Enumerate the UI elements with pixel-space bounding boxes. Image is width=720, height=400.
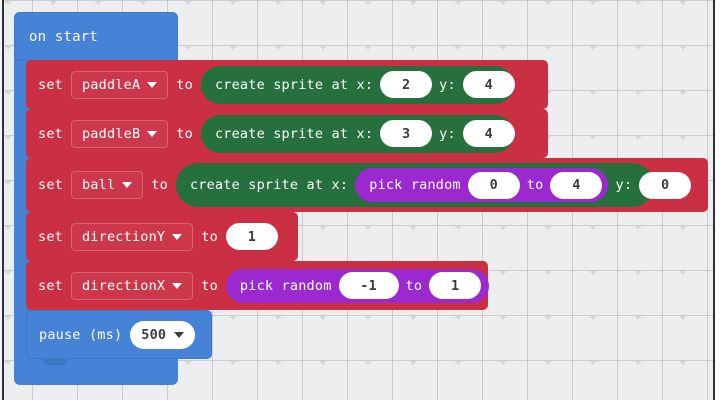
pick-random-block-ball-x[interactable]: pick random 0 to 4 <box>355 168 609 202</box>
on-start-label: on start <box>29 28 99 45</box>
number-field-directionY[interactable]: 1 <box>225 223 278 250</box>
sprite-y-field[interactable]: 4 <box>462 120 515 147</box>
to-keyword: to <box>176 125 193 142</box>
sprite-y-field[interactable]: 4 <box>462 71 515 98</box>
pause-label: pause (ms) <box>39 326 123 343</box>
chevron-down-icon <box>122 182 133 188</box>
panel-edge-right <box>715 0 720 400</box>
statement-set-ball[interactable]: set ball to create sprite at x: pick ran… <box>26 158 708 212</box>
sprite-y-label: y: <box>439 76 456 93</box>
chevron-down-icon <box>172 282 183 289</box>
variable-dropdown-ball[interactable]: ball <box>70 171 144 199</box>
sprite-y-label: y: <box>615 177 633 193</box>
variable-dropdown-paddleA[interactable]: paddleA <box>70 70 169 99</box>
panel-border-right <box>713 0 715 400</box>
pick-random-from-field[interactable]: 0 <box>467 171 520 199</box>
variable-dropdown-directionY[interactable]: directionY <box>70 222 194 251</box>
to-keyword: to <box>201 228 218 245</box>
pause-duration-value: 500 <box>141 326 167 343</box>
set-keyword: set <box>38 177 63 193</box>
statement-set-paddleB[interactable]: set paddleB to create sprite at x: 3 y: … <box>26 109 548 158</box>
variable-dropdown-label: directionY <box>81 228 166 245</box>
variable-dropdown-label: paddleA <box>81 76 141 93</box>
to-keyword: to <box>201 277 218 294</box>
variable-dropdown-paddleB[interactable]: paddleB <box>70 119 169 148</box>
pause-duration-dropdown[interactable]: 500 <box>130 320 196 349</box>
pick-random-block-directionX[interactable]: pick random -1 to 1 <box>225 268 490 303</box>
panel-border-left <box>2 0 4 400</box>
variable-dropdown-label: paddleB <box>81 125 141 142</box>
pick-random-from-field[interactable]: -1 <box>338 272 399 299</box>
chevron-down-icon <box>172 233 183 240</box>
sprite-y-field[interactable]: 0 <box>639 171 692 199</box>
set-keyword: set <box>38 76 63 93</box>
variable-dropdown-directionX[interactable]: directionX <box>70 271 194 300</box>
pause-bottom-notch <box>42 359 68 365</box>
variable-dropdown-label: directionX <box>81 277 166 294</box>
statement-pause[interactable]: pause (ms) 500 <box>26 310 212 359</box>
pick-random-to-label: to <box>526 177 544 193</box>
set-keyword: set <box>38 277 63 294</box>
create-sprite-prefix: create sprite at x: <box>189 177 349 193</box>
panel-edge-left <box>0 0 2 400</box>
on-start-hat[interactable]: on start <box>14 12 178 61</box>
pick-random-to-field[interactable]: 1 <box>429 272 482 299</box>
create-sprite-block-paddleB[interactable]: create sprite at x: 3 y: 4 <box>200 114 515 153</box>
to-keyword: to <box>176 76 193 93</box>
sprite-x-field[interactable]: 3 <box>380 120 433 147</box>
pick-random-to-field[interactable]: 4 <box>550 171 603 199</box>
create-sprite-block-ball[interactable]: create sprite at x: pick random 0 to 4 y… <box>175 163 692 207</box>
create-sprite-prefix: create sprite at x: <box>214 125 374 142</box>
pick-random-label: pick random <box>239 277 332 294</box>
pick-random-label: pick random <box>369 177 461 193</box>
statement-set-paddleA[interactable]: set paddleA to create sprite at x: 2 y: … <box>26 60 548 109</box>
to-keyword: to <box>151 177 168 193</box>
sprite-x-field[interactable]: 2 <box>380 71 433 98</box>
variable-dropdown-label: ball <box>81 177 116 193</box>
set-keyword: set <box>38 228 63 245</box>
statement-set-directionX[interactable]: set directionX to pick random -1 to 1 <box>26 261 490 310</box>
chevron-down-icon <box>147 130 158 137</box>
create-sprite-prefix: create sprite at x: <box>214 76 374 93</box>
sprite-y-label: y: <box>439 125 456 142</box>
set-keyword: set <box>38 125 63 142</box>
create-sprite-block-paddleA[interactable]: create sprite at x: 2 y: 4 <box>200 65 515 104</box>
chevron-down-icon <box>174 331 185 338</box>
statement-set-directionY[interactable]: set directionY to 1 <box>26 212 298 261</box>
chevron-down-icon <box>147 81 158 88</box>
pick-random-to-label: to <box>405 277 423 294</box>
